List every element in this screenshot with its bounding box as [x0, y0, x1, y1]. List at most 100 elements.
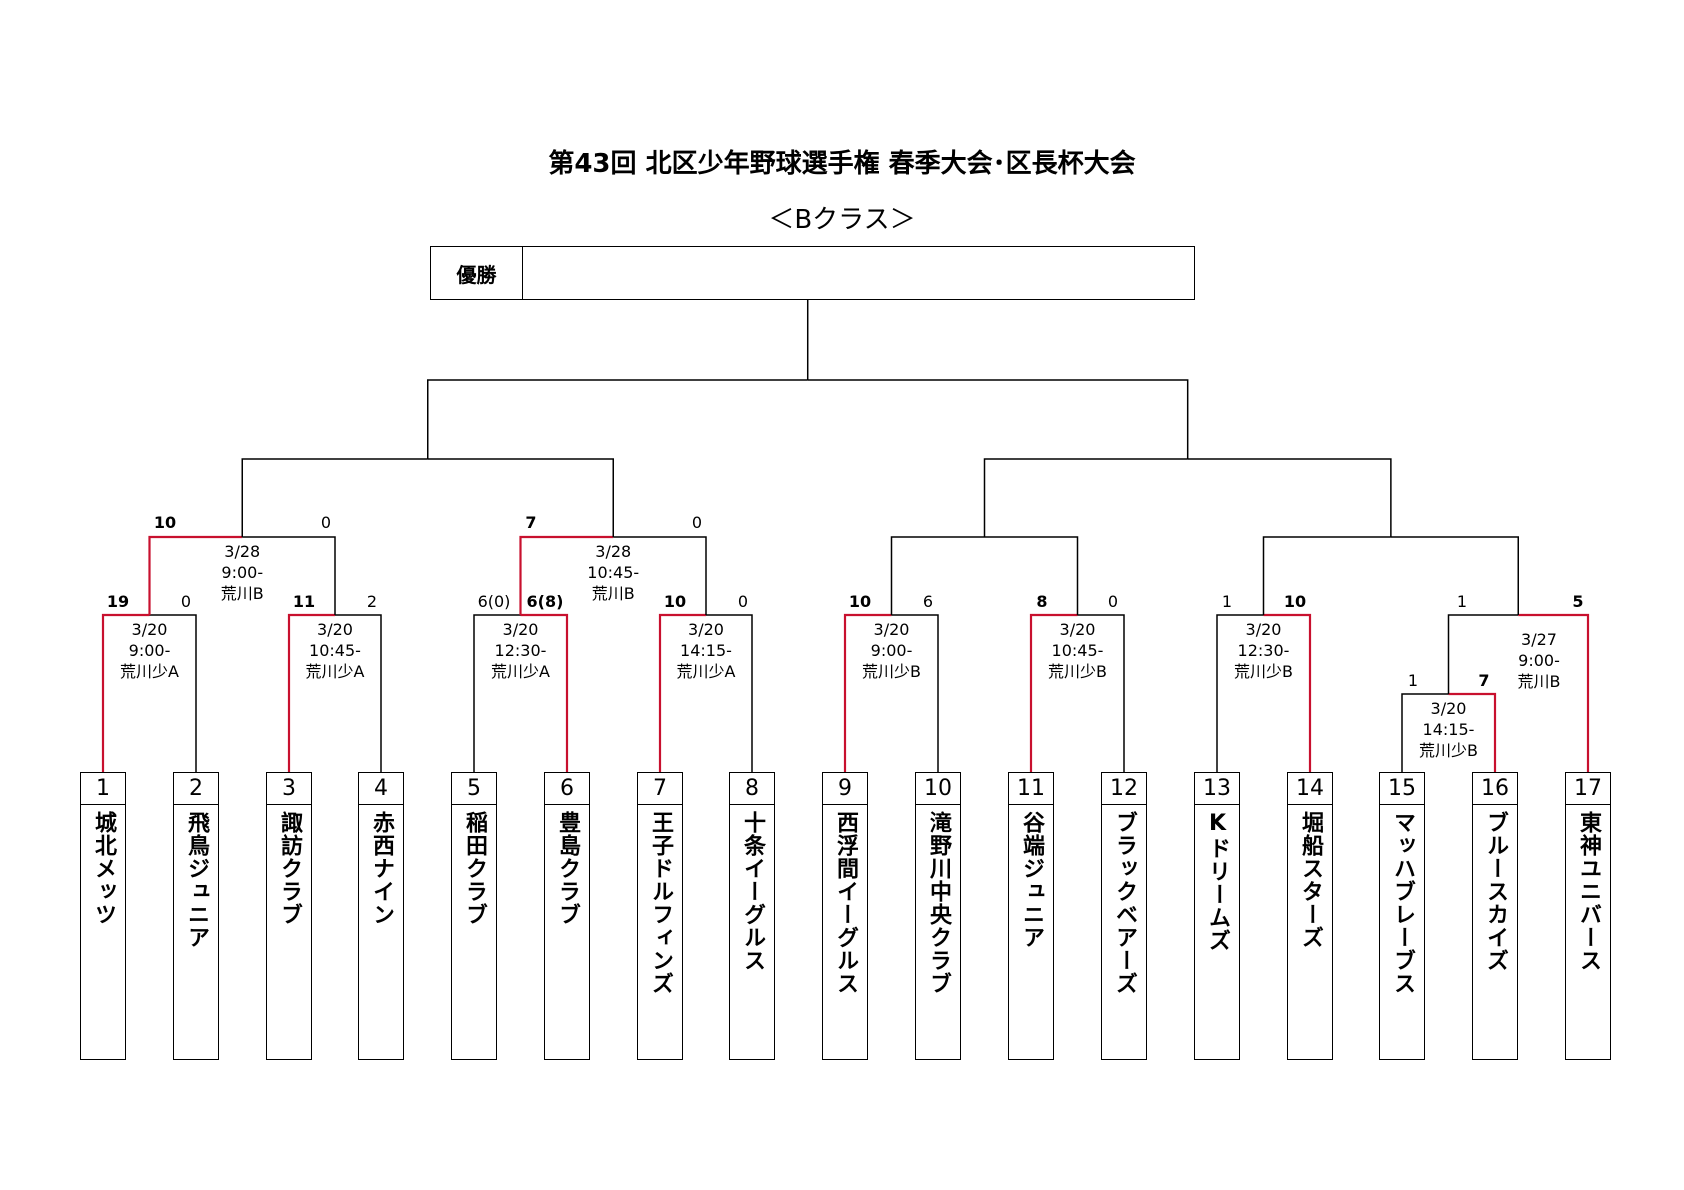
team-number: 9	[823, 773, 867, 805]
m4-bracket-right	[706, 614, 753, 772]
team-number: 8	[730, 773, 774, 805]
team-name: 堀船スターズ	[1298, 811, 1323, 949]
m3-time: 12:30-	[495, 641, 547, 660]
class-subtitle: ＜Bクラス＞	[768, 205, 916, 235]
champion-box: 優勝	[430, 246, 1195, 300]
team-name: 飛鳥ジュニア	[184, 811, 209, 949]
m11-bracket-left	[519, 535, 614, 615]
team-name: 城北メッツ	[91, 811, 116, 926]
m6-bracket-left	[1029, 613, 1078, 772]
m4-date: 3/20	[688, 620, 724, 639]
team-number: 5	[452, 773, 496, 805]
m1-score-left: 19	[107, 592, 129, 611]
m7-score-left: 1	[1222, 592, 1232, 611]
m8-date: 3/20	[1431, 699, 1467, 718]
team-number: 16	[1473, 773, 1517, 805]
team-name: 滝野川中央クラブ	[926, 811, 951, 995]
s2-bracket-left	[983, 458, 1188, 537]
m5-date: 3/20	[874, 620, 910, 639]
m9-date: 3/27	[1521, 630, 1557, 649]
m8-venue: 荒川少B	[1419, 741, 1478, 760]
m2-venue: 荒川少A	[306, 662, 365, 681]
m2-score-left: 11	[293, 592, 315, 611]
team-number: 4	[359, 773, 403, 805]
m2-bracket-right	[335, 614, 382, 772]
m3-date: 3/20	[503, 620, 539, 639]
m2-bracket-left	[287, 613, 335, 772]
s1-bracket-right	[427, 458, 614, 537]
team-number: 3	[267, 773, 311, 805]
m5-bracket-left	[843, 613, 892, 772]
m9-bracket-right	[1518, 613, 1590, 772]
m9-score-right: 5	[1572, 592, 1583, 611]
team-2: 2 飛鳥ジュニア	[173, 772, 219, 1060]
m7-bracket-left	[1216, 614, 1264, 772]
m6-score-right: 0	[1108, 592, 1118, 611]
m2-date: 3/20	[317, 620, 353, 639]
champion-label: 優勝	[431, 247, 523, 299]
team-number: 2	[174, 773, 218, 805]
m10-venue: 荒川B	[221, 584, 264, 603]
team-number: 6	[545, 773, 589, 805]
team-name: 谷端ジュニア	[1019, 811, 1044, 949]
m4-score-left: 10	[664, 592, 686, 611]
m4-venue: 荒川少A	[677, 662, 736, 681]
m6-date: 3/20	[1060, 620, 1096, 639]
team-name: 十条イーグルス	[740, 811, 765, 972]
m9-score-left: 1	[1457, 592, 1467, 611]
m10-time: 9:00-	[221, 563, 263, 582]
m3-venue: 荒川少A	[491, 662, 550, 681]
m1-bracket-left	[101, 613, 150, 772]
m1-time: 9:00-	[129, 641, 171, 660]
s1-bracket-left	[241, 458, 428, 537]
q4-bracket-right	[1390, 536, 1519, 615]
m5-venue: 荒川少B	[862, 662, 921, 681]
m1-score-right: 0	[181, 592, 191, 611]
m3-score-left: 6(0)	[478, 592, 511, 611]
q3-bracket-right	[984, 536, 1079, 615]
m8-score-right: 7	[1478, 671, 1489, 690]
m5-bracket-right	[891, 614, 939, 772]
m4-score-right: 0	[738, 592, 748, 611]
team-number: 13	[1195, 773, 1239, 805]
m5-score-left: 10	[849, 592, 871, 611]
m10-date: 3/28	[224, 542, 260, 561]
team-number: 7	[638, 773, 682, 805]
team-number: 10	[916, 773, 960, 805]
m10-bracket-left	[148, 535, 243, 615]
m11-score-left: 7	[525, 513, 536, 532]
m9-time: 9:00-	[1518, 651, 1560, 670]
m4-time: 14:15-	[680, 641, 732, 660]
team-14: 14 堀船スターズ	[1287, 772, 1333, 1060]
m5-time: 9:00-	[871, 641, 913, 660]
m4-bracket-left	[658, 613, 706, 772]
m2-time: 10:45-	[309, 641, 361, 660]
team-name: 稲田クラブ	[462, 811, 487, 926]
m1-venue: 荒川少A	[120, 662, 179, 681]
team-number: 14	[1288, 773, 1332, 805]
team-name: 西浮間イーグルス	[833, 811, 858, 995]
team-5: 5 稲田クラブ	[451, 772, 497, 1060]
page-title: 第43回 北区少年野球選手権 春季大会･区長杯大会	[548, 149, 1136, 179]
team-9: 9 西浮間イーグルス	[822, 772, 868, 1060]
m10-score-right: 0	[321, 513, 331, 532]
team-7: 7 王子ドルフィンズ	[637, 772, 683, 1060]
team-number: 15	[1380, 773, 1424, 805]
m7-time: 12:30-	[1238, 641, 1290, 660]
team-name: 王子ドルフィンズ	[648, 811, 673, 995]
q4-bracket-left	[1262, 536, 1391, 615]
m2-score-right: 2	[367, 592, 377, 611]
m9-venue: 荒川B	[1518, 672, 1561, 691]
q3-bracket-left	[890, 536, 985, 615]
m1-bracket-right	[149, 614, 197, 772]
